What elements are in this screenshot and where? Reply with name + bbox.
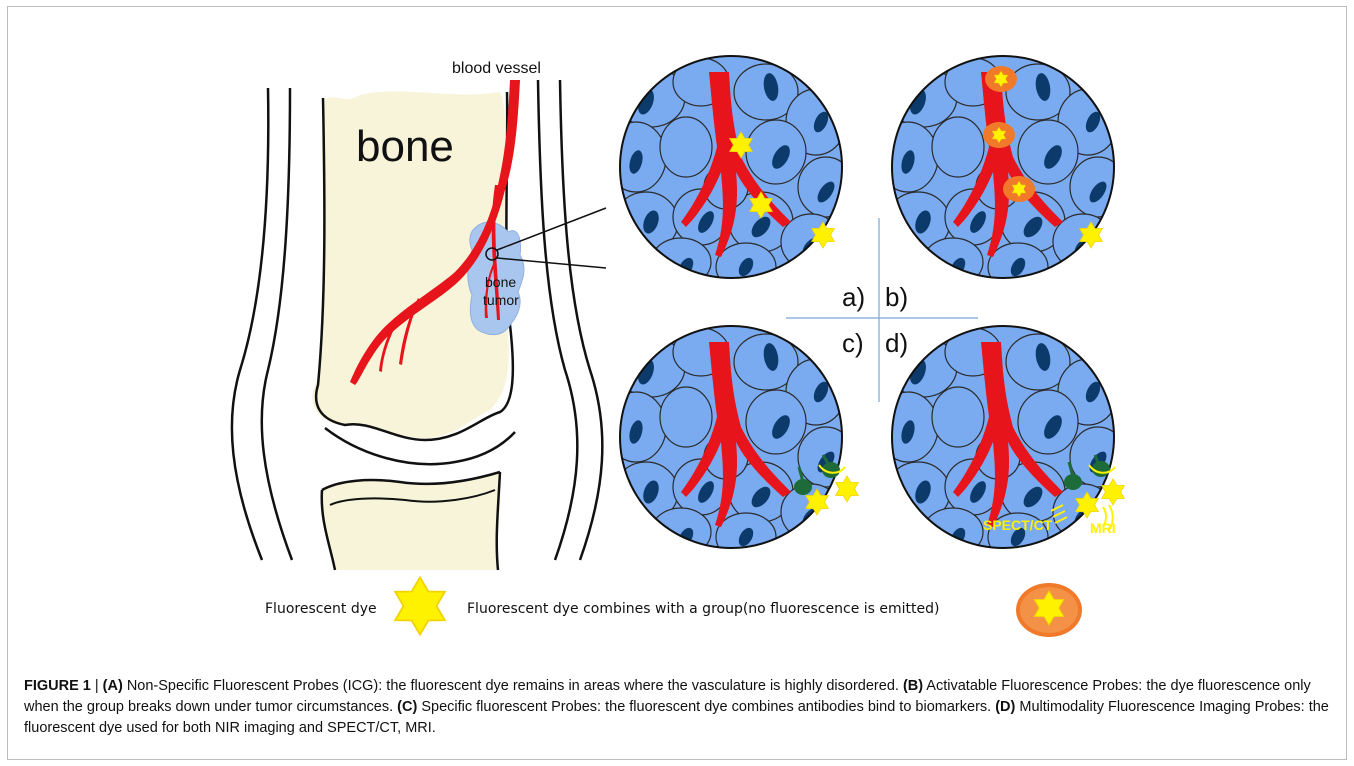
caption-c-text: Specific fluorescent Probes: the fluores… (417, 699, 995, 715)
figure-number: FIGURE 1 (24, 678, 91, 694)
caption-a-text: Non-Specific Fluorescent Probes (ICG): t… (123, 678, 903, 694)
figure-illustration: bone blood vessel bone tumor (0, 0, 1354, 670)
legend-dye-label: Fluorescent dye (265, 601, 377, 617)
quenched-dye (985, 66, 1017, 92)
panel-b-label: b) (885, 282, 908, 312)
tumor-label-1: bone (485, 274, 516, 290)
caption-a-tag: (A) (103, 678, 123, 694)
caption-b-tag: (B) (903, 678, 923, 694)
quenched-dye (1003, 176, 1035, 202)
panel-d-label: d) (885, 328, 908, 358)
quenched-dye (983, 122, 1015, 148)
vessel-label: blood vessel (452, 60, 541, 77)
panel-b-circle (878, 47, 1126, 291)
caption-c-tag: (C) (397, 699, 417, 715)
tumor-label-2: tumor (483, 292, 519, 308)
panel-c-label: c) (842, 328, 864, 358)
legend-group-icon (1016, 583, 1082, 637)
caption-d-tag: (D) (995, 699, 1015, 715)
mri-label: MRI (1090, 520, 1116, 536)
legend-dye-star (395, 577, 445, 634)
caption-divider: | (91, 678, 103, 694)
panel-c-circle (606, 317, 858, 561)
panel-a-label: a) (842, 282, 865, 312)
bone-label: bone (356, 122, 454, 171)
dye-star (836, 476, 859, 502)
legend-group-label: Fluorescent dye combines with a group(no… (467, 601, 939, 617)
figure-caption: FIGURE 1|(A) Non-Specific Fluorescent Pr… (24, 676, 1334, 739)
panel-a-circle (606, 47, 854, 291)
spect-label: SPECT/CT (983, 517, 1053, 533)
